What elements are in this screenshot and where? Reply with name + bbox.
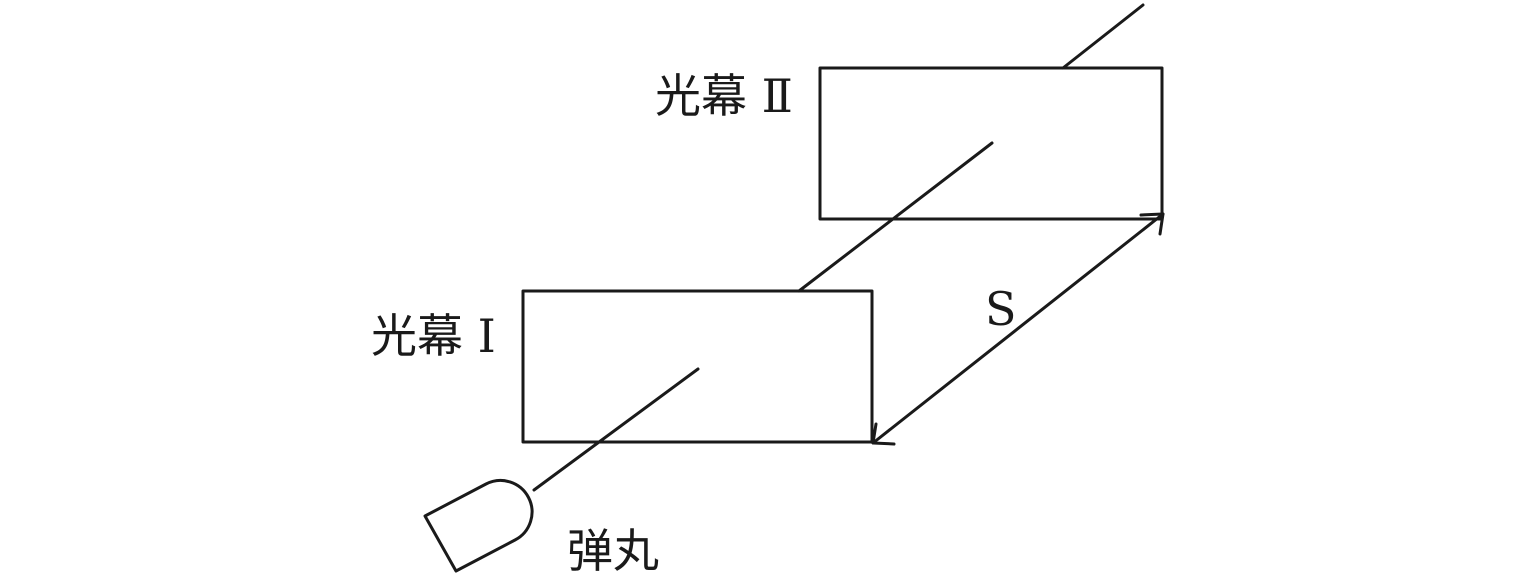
arrowhead-lower bbox=[871, 422, 896, 446]
bullet-shape bbox=[423, 479, 534, 573]
light-screen-2 bbox=[818, 66, 1164, 221]
trajectory-segment-exit bbox=[1061, 3, 1145, 70]
label-light-screen-1: 光幕 Ⅰ bbox=[371, 309, 496, 363]
arrowhead-upper bbox=[1139, 212, 1165, 236]
light-screen-1 bbox=[521, 289, 874, 444]
label-light-screen-2: 光幕 Ⅱ bbox=[655, 69, 793, 123]
label-distance-s: S bbox=[985, 282, 1017, 336]
bullet-trajectory bbox=[532, 3, 1145, 492]
trajectory-segment-near-bullet bbox=[532, 367, 700, 492]
label-bullet: 弹丸 bbox=[567, 524, 659, 578]
distance-arrow-line bbox=[871, 212, 1165, 445]
distance-arrow bbox=[871, 212, 1165, 446]
trajectory-segment-between-screens bbox=[797, 141, 994, 293]
